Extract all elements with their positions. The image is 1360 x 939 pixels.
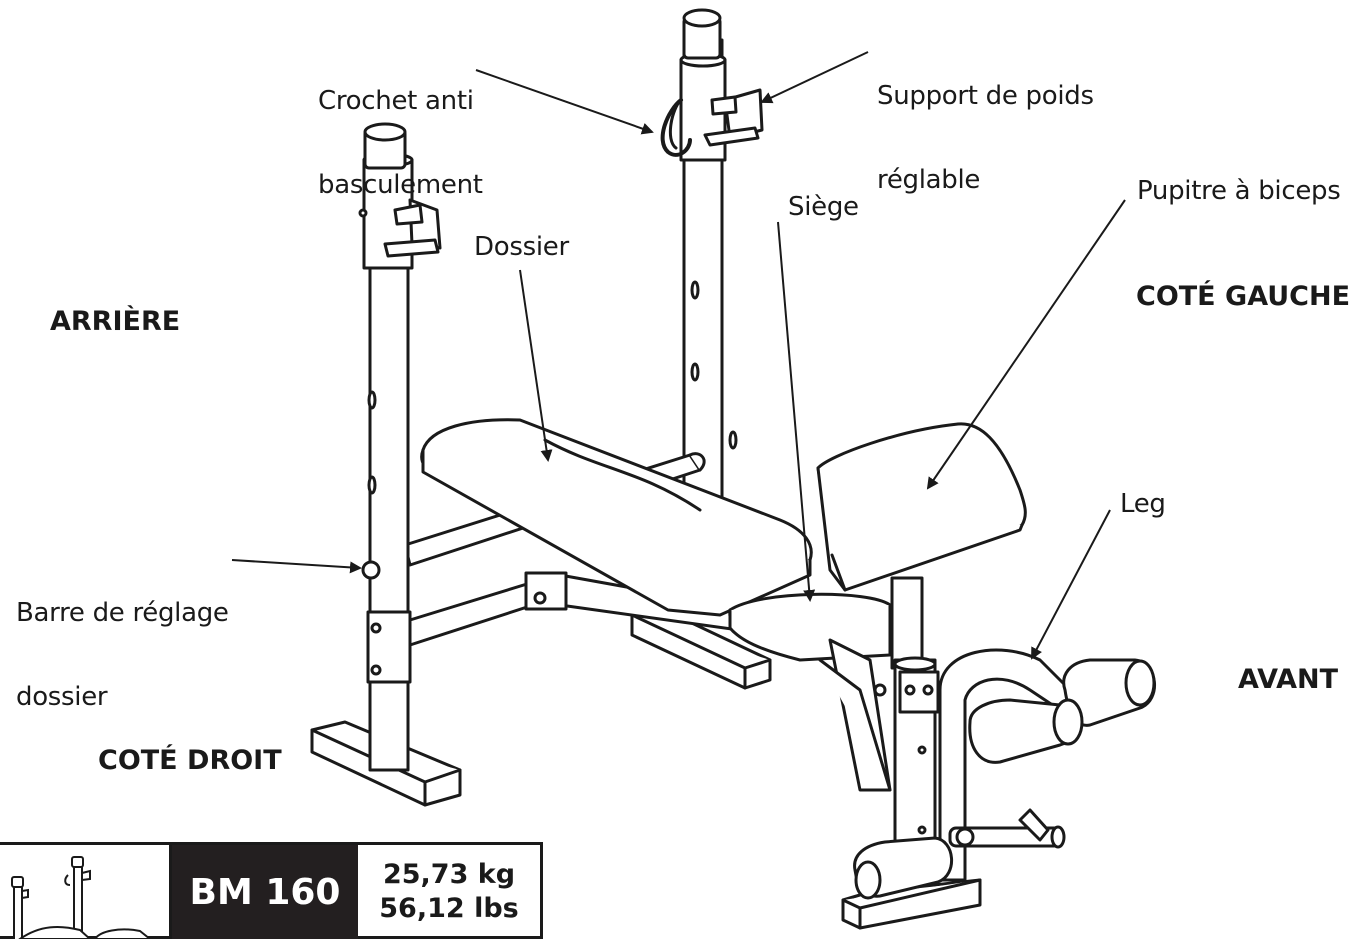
label-leg: Leg <box>1120 489 1166 519</box>
dossier-pad <box>420 418 813 617</box>
product-info-box: BM 160 25,73 kg 56,12 lbs <box>0 842 543 939</box>
label-barre-line1: Barre de réglage <box>16 598 229 628</box>
label-crochet-line1: Crochet anti <box>318 86 474 116</box>
weight-info: 25,73 kg 56,12 lbs <box>358 845 540 939</box>
arrow-leg <box>1031 509 1111 660</box>
pupitre-pad <box>816 422 1027 592</box>
arrow-siege <box>777 221 816 602</box>
upright-front <box>310 122 462 807</box>
siege-pad <box>728 592 893 662</box>
label-support-line1: Support de poids <box>877 81 1094 111</box>
label-crochet: Crochet anti basculement <box>318 31 483 227</box>
product-thumbnail <box>0 845 172 939</box>
label-barre: Barre de réglage dossier <box>16 543 229 739</box>
upright-rear <box>660 8 764 512</box>
side-avant: AVANT <box>1238 664 1339 695</box>
label-support: Support de poids réglable <box>877 26 1094 222</box>
side-cote-gauche: COTÉ GAUCHE <box>1136 281 1351 312</box>
weight-kg: 25,73 kg <box>382 859 516 890</box>
model-name: BM 160 <box>172 845 358 939</box>
arrow-crochet <box>475 69 654 135</box>
leg-rollers-lower <box>853 808 1066 900</box>
label-pupitre: Pupitre à biceps <box>1137 176 1341 206</box>
side-cote-droit: COTÉ DROIT <box>98 745 282 776</box>
label-dossier: Dossier <box>474 232 569 262</box>
arrow-support <box>760 51 869 104</box>
arrow-dossier <box>519 269 553 462</box>
leg-rollers-upper <box>968 658 1156 764</box>
label-barre-line2: dossier <box>16 682 108 712</box>
arrow-pupitre <box>926 199 1126 490</box>
label-support-line2: réglable <box>877 165 981 195</box>
label-siege: Siège <box>788 192 859 222</box>
label-crochet-line2: basculement <box>318 170 483 200</box>
arrow-barre <box>231 559 362 574</box>
weight-lbs: 56,12 lbs <box>379 893 519 924</box>
side-arriere: ARRIÈRE <box>50 306 181 337</box>
